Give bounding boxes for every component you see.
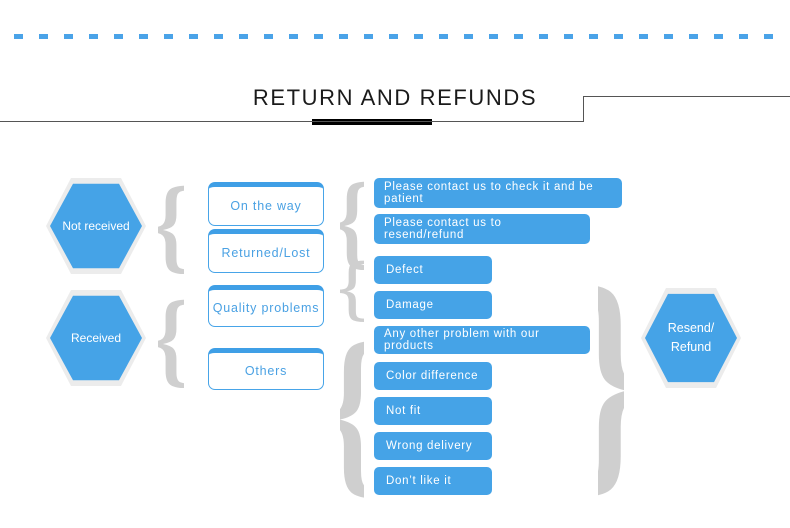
header-rule-right — [583, 96, 790, 97]
resolution-label: Please contact us to check it and be pat… — [384, 181, 594, 205]
brace-left-icon: { — [340, 174, 364, 270]
category-label: On the way — [230, 199, 302, 213]
resolution-label: Not fit — [386, 405, 421, 417]
category-box-quality-problems[interactable]: Quality problems — [208, 285, 324, 327]
category-box-on-the-way[interactable]: On the way — [208, 182, 324, 226]
brace-right-icon: } — [598, 264, 624, 496]
resolution-box-any-other-problem[interactable]: Any other problem with our products — [374, 326, 590, 354]
brace-resolutions-to-outcome: } — [598, 264, 624, 496]
resolution-label: Color difference — [386, 370, 479, 382]
brace-received: { — [158, 292, 184, 388]
resolution-box-damage[interactable]: Damage — [374, 291, 492, 319]
resolution-label: Defect — [386, 264, 424, 276]
brace-not-received: { — [158, 178, 184, 274]
hexagon-not-received[interactable]: Not received — [50, 183, 142, 269]
category-label: Returned/Lost — [221, 246, 311, 260]
dashed-divider-top — [14, 34, 776, 39]
brace-left-icon: { — [340, 256, 364, 322]
resolution-box-wrong-delivery[interactable]: Wrong delivery — [374, 432, 492, 460]
header-rule-left — [0, 121, 584, 122]
category-label: Quality problems — [212, 301, 320, 315]
page-title: RETURN AND REFUNDS — [252, 85, 538, 110]
resolution-label: Please contact us to resend/refund — [384, 217, 502, 241]
brace-left-icon: { — [340, 326, 364, 498]
resolution-box-color-difference[interactable]: Color difference — [374, 362, 492, 390]
resolution-box-contact-check[interactable]: Please contact us to check it and be pat… — [374, 178, 622, 208]
brace-not-received-resolutions: { — [340, 174, 364, 270]
hexagon-received[interactable]: Received — [50, 295, 142, 381]
resolution-label: Any other problem with our products — [384, 328, 540, 352]
hexagon-received-label: Received — [70, 330, 122, 345]
resolution-box-defect[interactable]: Defect — [374, 256, 492, 284]
brace-left-icon: { — [158, 178, 184, 274]
title-underline-accent — [312, 119, 432, 125]
resolution-label: Don’t like it — [386, 475, 452, 487]
category-box-returned-lost[interactable]: Returned/Lost — [208, 229, 324, 273]
resolution-label: Damage — [386, 299, 434, 311]
category-label: Others — [244, 364, 288, 378]
resolution-box-dont-like-it[interactable]: Don’t like it — [374, 467, 492, 495]
brace-others-resolutions: { — [340, 326, 364, 498]
category-box-others[interactable]: Others — [208, 348, 324, 390]
resolution-label: Wrong delivery — [386, 440, 473, 452]
hexagon-resend-refund-label-line2: Refund — [670, 340, 712, 354]
hexagon-not-received-label: Not received — [62, 218, 130, 233]
hexagon-resend-refund-label-line1: Resend/ — [667, 320, 715, 335]
brace-quality-problems-resolutions: { — [340, 256, 364, 322]
header-rule-step — [583, 96, 584, 122]
brace-left-icon: { — [158, 292, 184, 388]
resolution-box-contact-resend[interactable]: Please contact us to resend/refund — [374, 214, 590, 244]
resolution-box-not-fit[interactable]: Not fit — [374, 397, 492, 425]
